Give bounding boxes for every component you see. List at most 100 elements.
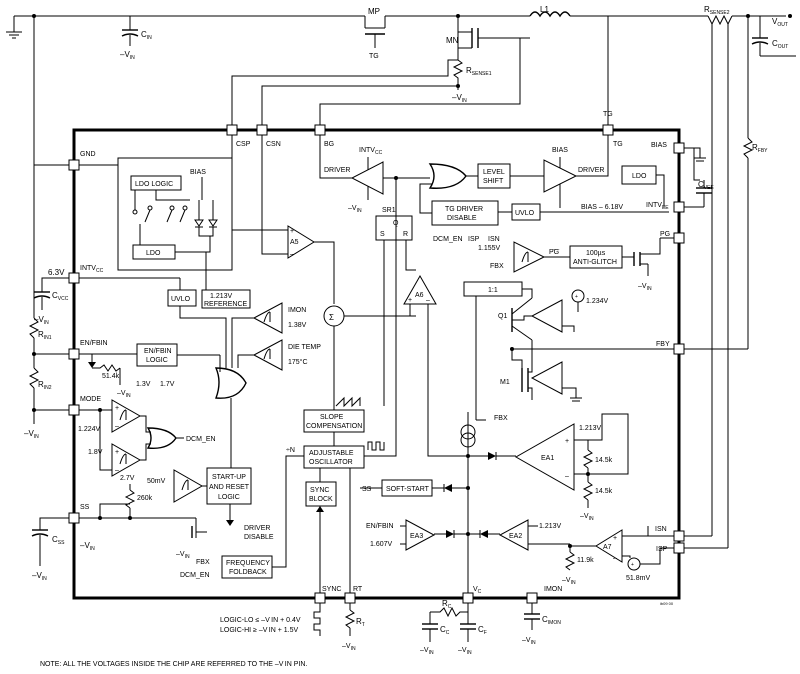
svg-text:ANTI-GLITCH: ANTI-GLITCH xyxy=(573,259,617,266)
svg-text:RSENSE1: RSENSE1 xyxy=(466,66,492,77)
svg-text:M1: M1 xyxy=(500,379,510,386)
imon-comparator: IMON 1.38V xyxy=(252,302,307,334)
css-capacitor: CSS –VIN xyxy=(31,517,69,582)
svg-text:EN/FBIN: EN/FBIN xyxy=(80,340,108,347)
svg-text:FBX: FBX xyxy=(490,263,504,270)
ldo-switches xyxy=(132,190,188,223)
cin-capacitor: CIN –VIN xyxy=(120,16,152,61)
svg-text:FREQUENCY: FREQUENCY xyxy=(226,560,270,567)
pin-ss[interactable]: SS xyxy=(68,504,90,524)
svg-text:UVLO: UVLO xyxy=(171,296,191,303)
svg-text:–VIN: –VIN xyxy=(32,571,47,582)
reference-block: 1.213V REFERENCE xyxy=(201,289,251,309)
svg-text:A6: A6 xyxy=(415,292,424,299)
svg-text:+: + xyxy=(575,294,578,300)
svg-text:–: – xyxy=(115,467,119,474)
svg-text:–: – xyxy=(426,297,430,304)
svg-text:REFERENCE: REFERENCE xyxy=(204,301,248,308)
svg-text:50mV: 50mV xyxy=(147,478,166,485)
svg-text:CSN: CSN xyxy=(266,141,281,148)
a7-amplifier: A7 + – xyxy=(595,529,623,563)
dcm-or-gate: DCM_EN xyxy=(146,427,216,449)
svg-text:RSENSE2: RSENSE2 xyxy=(704,5,730,16)
pin-vc[interactable]: VC xyxy=(462,586,482,604)
pin-sync[interactable]: SYNC xyxy=(314,586,341,604)
svg-text:LOGIC-HI ≥ –V IN + 1.5V: LOGIC-HI ≥ –V IN + 1.5V xyxy=(220,627,299,634)
level-shift-block: LEVEL SHIFT xyxy=(477,163,511,189)
svg-text:1.213V: 1.213V xyxy=(210,293,233,300)
svg-text:–VIN: –VIN xyxy=(348,205,362,214)
svg-text:ISN: ISN xyxy=(488,236,500,243)
or-gate-fault xyxy=(214,367,247,399)
diode-ss xyxy=(443,484,452,492)
pin-csp[interactable]: CSP xyxy=(226,124,251,148)
svg-text:51.8mV: 51.8mV xyxy=(626,575,650,582)
mode-comparator-2: + – 1.8V xyxy=(88,443,142,477)
svg-text:–VIN: –VIN xyxy=(638,283,652,292)
svg-text:DISABLE: DISABLE xyxy=(244,534,274,541)
svg-text:FBX: FBX xyxy=(196,559,210,566)
svg-text:TG: TG xyxy=(613,141,623,148)
enfbin-pulldown: 51.4k –VIN xyxy=(88,354,131,399)
svg-text:–VIN: –VIN xyxy=(580,513,594,522)
svg-text:EN/FBIN: EN/FBIN xyxy=(366,523,394,530)
svg-text:BIAS: BIAS xyxy=(552,147,568,154)
pin-bias[interactable]: BIAS xyxy=(651,142,685,154)
svg-text:INTVCC: INTVCC xyxy=(359,147,383,156)
sync-waveform: LOGIC-LO ≤ –V IN + 0.4V LOGIC-HI ≥ –V IN… xyxy=(220,603,321,636)
l1-inductor: L1 xyxy=(529,5,708,18)
cimon-capacitor: CIMON –VIN xyxy=(522,603,561,646)
bg-driver: DRIVER INTVCC –VIN xyxy=(324,147,384,214)
svg-text:EN/FBIN: EN/FBIN xyxy=(144,348,172,355)
svg-text:IMON: IMON xyxy=(544,586,562,593)
ldo-logic-block: LDO LOGIC xyxy=(130,175,182,191)
vc-network: RC CC –VIN CF –VIN xyxy=(420,599,487,656)
ea1-amplifier: EA1 + – xyxy=(514,423,575,491)
pin-imon[interactable]: IMON xyxy=(526,586,562,604)
svg-text:PG: PG xyxy=(549,249,559,256)
svg-text:ISP: ISP xyxy=(656,546,668,553)
bias-ground xyxy=(694,157,706,162)
frequency-foldback-block: FREQUENCY FOLDBACK FBX DCM_EN xyxy=(180,555,273,579)
cvee-capacitor: CVEE xyxy=(696,180,714,207)
svg-text:START-UP: START-UP xyxy=(212,474,246,481)
current-source xyxy=(460,412,476,448)
svg-text:CIN: CIN xyxy=(141,30,152,41)
svg-text:SLOPE: SLOPE xyxy=(320,414,344,421)
svg-text:100µs: 100µs xyxy=(586,250,606,257)
svg-text:OSCILLATOR: OSCILLATOR xyxy=(309,459,353,466)
pin-csn[interactable]: CSN xyxy=(256,124,281,148)
svg-text:MODE: MODE xyxy=(80,396,101,403)
pin-rt[interactable]: RT xyxy=(344,586,363,604)
svg-text:A5: A5 xyxy=(290,239,299,246)
pin-intvee[interactable]: INTVEE xyxy=(646,201,685,213)
svg-text:EA1: EA1 xyxy=(541,455,554,462)
svg-text:2.7V: 2.7V xyxy=(120,475,135,482)
svg-text:DRIVER: DRIVER xyxy=(578,167,604,174)
a5-amplifier: A5 + – xyxy=(287,225,315,259)
pin-pg[interactable]: PG xyxy=(660,231,685,244)
svg-text:SHIFT: SHIFT xyxy=(483,178,504,185)
svg-text:CC: CC xyxy=(440,625,450,636)
svg-text:RC: RC xyxy=(442,599,452,610)
svg-text:+: + xyxy=(408,297,412,304)
pg-pulldown-fet: –VIN xyxy=(622,238,661,292)
svg-text:1.38V: 1.38V xyxy=(288,322,307,329)
part-code: ib09 00 xyxy=(660,601,674,606)
svg-text:–VIN: –VIN xyxy=(176,551,190,560)
svg-text:LOGIC: LOGIC xyxy=(218,494,240,501)
svg-text:Q1: Q1 xyxy=(498,313,507,320)
svg-text:DCM_EN: DCM_EN xyxy=(186,436,216,443)
svg-text:–VIN: –VIN xyxy=(522,637,536,646)
svg-text:DCM_EN: DCM_EN xyxy=(180,572,210,579)
a6-amplifier: A6 + – xyxy=(403,274,437,305)
svg-text:ISN: ISN xyxy=(655,526,667,533)
adjustable-oscillator-block: ADJUSTABLE OSCILLATOR xyxy=(303,441,385,469)
diode-ea1 xyxy=(488,452,497,460)
pin-bg[interactable]: BG xyxy=(314,124,334,148)
svg-text:VOUT: VOUT xyxy=(772,17,788,28)
svg-text:VC: VC xyxy=(473,586,482,595)
rsense1-resistor: RSENSE1 –VIN xyxy=(452,59,492,104)
svg-text:SYNC: SYNC xyxy=(322,586,341,593)
